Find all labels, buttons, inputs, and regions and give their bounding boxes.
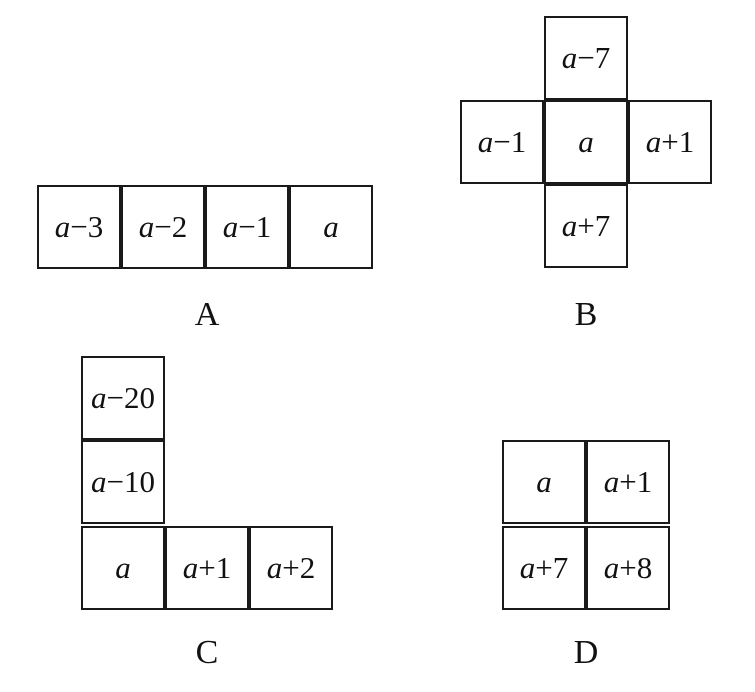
cell-variable: a [645,124,662,159]
figure-d-label: D [573,634,599,671]
figure-a-cell-3: a−1 [205,185,289,269]
figure-a-cell-4: a [289,185,373,269]
figure-a-cell-2: a−2 [121,185,205,269]
figure-c-cell-top: a−20 [81,356,165,440]
cell-offset: −3 [70,209,104,244]
cell-variable: a [115,550,131,585]
figure-c-cell-right-2: a+2 [249,526,333,610]
figure-d-cell-bottom-left: a+7 [502,526,586,610]
cell-variable: a [182,550,199,585]
cell-variable: a [138,209,155,244]
cell-offset: −1 [493,124,527,159]
figure-b-cell-left: a−1 [460,100,544,184]
cell-offset: +1 [619,464,653,499]
cell-variable: a [222,209,239,244]
cell-variable: a [323,209,339,244]
figure-b-label: B [574,296,598,333]
cell-variable: a [561,40,578,75]
cell-offset: −1 [238,209,272,244]
cell-variable: a [536,464,552,499]
cell-offset: +7 [577,208,611,243]
cell-variable: a [91,464,107,499]
cell-offset: −2 [154,209,188,244]
figure-b-cell-right: a+1 [628,100,712,184]
cell-variable: a [477,124,494,159]
cell-offset: +1 [661,124,695,159]
cell-variable: a [519,550,536,585]
cell-variable: a [266,550,283,585]
figure-b-cell-center: a [544,100,628,184]
figure-d-cell-top-right: a+1 [586,440,670,524]
figure-c-cell-right-1: a+1 [165,526,249,610]
figure-d-cell-bottom-right: a+8 [586,526,670,610]
figure-c-cell-corner: a [81,526,165,610]
cell-variable: a [578,124,594,159]
cell-variable: a [54,209,71,244]
cell-variable: a [561,208,578,243]
figure-b-cell-bottom: a+7 [544,184,628,268]
figure-c-label: C [195,634,219,671]
figure-a-label: A [194,296,220,333]
figure-a-cell-1: a−3 [37,185,121,269]
figure-d-cell-top-left: a [502,440,586,524]
cell-variable: a [91,380,107,415]
cell-variable: a [603,464,620,499]
cell-offset: −7 [577,40,611,75]
cell-offset: −20 [106,380,155,415]
cell-offset: +1 [198,550,232,585]
cell-offset: +7 [535,550,569,585]
cell-offset: −10 [106,464,155,499]
cell-offset: +8 [619,550,653,585]
figure-b-cell-top: a−7 [544,16,628,100]
figure-c-cell-middle: a−10 [81,440,165,524]
cell-offset: +2 [282,550,316,585]
cell-variable: a [603,550,620,585]
